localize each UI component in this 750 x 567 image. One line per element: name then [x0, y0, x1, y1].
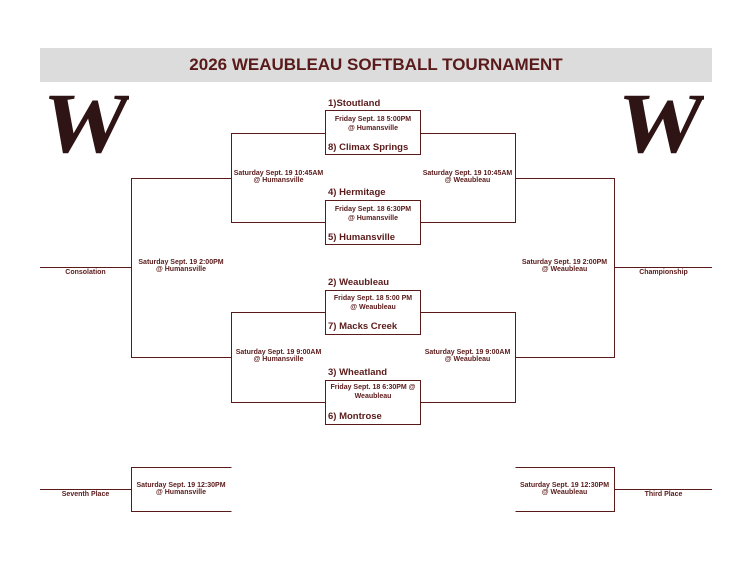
team-2: 2) Weaubleau [328, 277, 390, 288]
team-4: 4) Hermitage [328, 187, 386, 198]
round-seventh-game: Saturday Sept. 19 12:30PM @ Humansville [136, 482, 226, 496]
team-1: 1)Stoutland [328, 98, 381, 109]
place-championship: Championship [639, 269, 688, 276]
game-box-1 [325, 110, 421, 155]
round-sf-top-left: Saturday Sept. 19 10:45AM @ Humansville [233, 170, 324, 184]
place-third: Third Place [644, 491, 683, 498]
game-2-site: @ Humansville [347, 214, 398, 222]
game-1-site: @ Humansville [347, 124, 398, 132]
team-6: 6) Montrose [328, 411, 382, 422]
team-8: 8) Climax Springs [328, 142, 409, 153]
round-sf-bottom-right: Saturday Sept. 19 9:00AM @ Weaubleau [424, 349, 511, 363]
round-sf-bottom-left: Saturday Sept. 19 9:00AM @ Humansville [235, 349, 322, 363]
game-1-time: Friday Sept. 18 5:00PM [334, 116, 412, 123]
game-2-time: Friday Sept. 18 6:30PM [334, 206, 412, 213]
round-sf-top-right: Saturday Sept. 19 10:45AM @ Weaubleau [422, 170, 513, 184]
team-3: 3) Wheatland [328, 367, 388, 378]
logo-letter-right: W [620, 86, 704, 160]
game-3-info: Friday Sept. 18 5:00 PM @ Weaubleau [326, 295, 420, 312]
w-logo-left-icon: W [45, 86, 129, 160]
game-1-info: Friday Sept. 18 5:00PM @ Humansville [326, 116, 420, 133]
game-4-info: Friday Sept. 18 6:30PM @ Weaubleau [326, 384, 420, 401]
place-seventh: Seventh Place [61, 491, 110, 498]
w-logo-right-icon: W [620, 86, 704, 160]
game-3-time: Friday Sept. 18 5:00 PM [333, 295, 413, 302]
game-3-site: @ Weaubleau [350, 303, 396, 311]
team-7: 7) Macks Creek [328, 321, 398, 332]
team-5: 5) Humansville [328, 232, 396, 243]
round-final-right: Saturday Sept. 19 2:00PM @ Weaubleau [521, 259, 608, 273]
game-4-site: Weaubleau [354, 392, 392, 400]
game-2-info: Friday Sept. 18 6:30PM @ Humansville [326, 206, 420, 223]
round-final-left: Saturday Sept. 19 2:00PM @ Humansville [138, 259, 224, 273]
round-third-game: Saturday Sept. 19 12:30PM @ Weaubleau [519, 482, 610, 496]
title-banner [40, 48, 712, 82]
game-4-time: Friday Sept. 18 6:30PM @ [330, 384, 416, 391]
place-consolation: Consolation [65, 269, 106, 276]
page-title: 2026 WEAUBLEAU SOFTBALL TOURNAMENT [189, 55, 563, 74]
logo-letter-left: W [45, 86, 129, 160]
